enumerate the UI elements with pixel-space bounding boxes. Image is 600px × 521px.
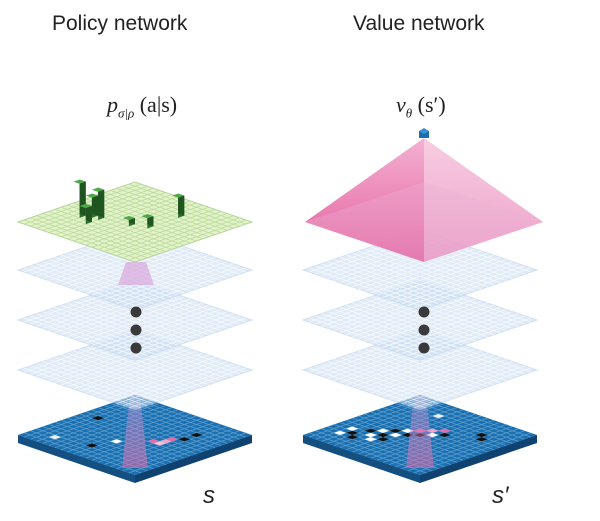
- probability-bar: [85, 193, 99, 218]
- board-stone: [346, 426, 359, 431]
- probability-bar: [171, 193, 185, 218]
- policy-output-bars: [73, 179, 185, 229]
- policy-ellipsis-dot-2: [130, 324, 142, 336]
- policy-ellipsis-dot-1: [130, 306, 142, 318]
- board-stone: [475, 437, 488, 442]
- board-stone: [438, 432, 451, 438]
- board-stone: [110, 439, 123, 444]
- board-stone: [346, 435, 359, 440]
- probability-bar: [122, 216, 135, 227]
- board-stone: [364, 432, 377, 438]
- policy-output-grid: [24, 183, 246, 261]
- policy-formula-symbol: p: [107, 92, 118, 117]
- value-network: [301, 128, 543, 483]
- value-formula-symbol: v: [396, 92, 406, 117]
- probability-bar: [141, 214, 154, 229]
- board-stone: [364, 437, 377, 442]
- value-formula-args: (s′): [417, 92, 446, 117]
- board-stone: [376, 428, 390, 433]
- value-formula-subscript: θ: [405, 105, 413, 121]
- policy-ellipsis-dot-3: [130, 342, 142, 354]
- value-receptive-field: [406, 395, 434, 468]
- board-stone: [389, 428, 402, 433]
- value-output-unit: [419, 131, 429, 138]
- policy-formula-subscript: σ|ρ: [118, 105, 135, 121]
- board-stone: [85, 443, 99, 448]
- value-ellipsis-dot-2: [418, 324, 430, 336]
- policy-input-label: s: [203, 482, 215, 509]
- value-input-label: s′: [492, 482, 509, 509]
- policy-receptive-field: [122, 395, 148, 468]
- value-output-pyramid: [305, 128, 543, 262]
- value-network-title: Value network: [353, 12, 485, 35]
- board-stone: [48, 435, 62, 440]
- hidden-layer-grid: [309, 331, 531, 409]
- value-hidden-layers: [301, 229, 539, 411]
- board-stone: [165, 437, 179, 442]
- board-stone: [376, 432, 390, 438]
- board-stone: [153, 441, 166, 446]
- board-stone: [178, 437, 191, 442]
- value-ellipsis-dot-3: [418, 342, 430, 354]
- board-stone: [389, 432, 402, 438]
- policy-output-receptive-field: [118, 262, 154, 285]
- board-stone: [147, 439, 160, 444]
- board-stone: [333, 430, 347, 435]
- policy-network-title: Policy network: [52, 12, 188, 35]
- policy-board-stones: [48, 416, 203, 448]
- policy-network: [16, 179, 254, 483]
- board-stone: [364, 428, 377, 433]
- value-output-formula: vθ (s′): [396, 92, 446, 121]
- board-stone: [432, 413, 445, 419]
- board-stone: [438, 428, 451, 433]
- board-stone: [190, 432, 203, 438]
- probability-bar: [91, 187, 105, 220]
- board-stone: [376, 437, 390, 442]
- board-stone: [475, 432, 488, 438]
- policy-output-layer: [16, 179, 254, 263]
- policy-formula-args: (a|s): [139, 92, 178, 117]
- probability-bar: [79, 203, 92, 225]
- policy-output-formula: pσ|ρ (a|s): [107, 92, 177, 121]
- board-stone: [346, 430, 359, 435]
- value-ellipsis-dot-1: [418, 306, 430, 318]
- board-stone: [91, 416, 105, 421]
- board-stone: [159, 439, 172, 444]
